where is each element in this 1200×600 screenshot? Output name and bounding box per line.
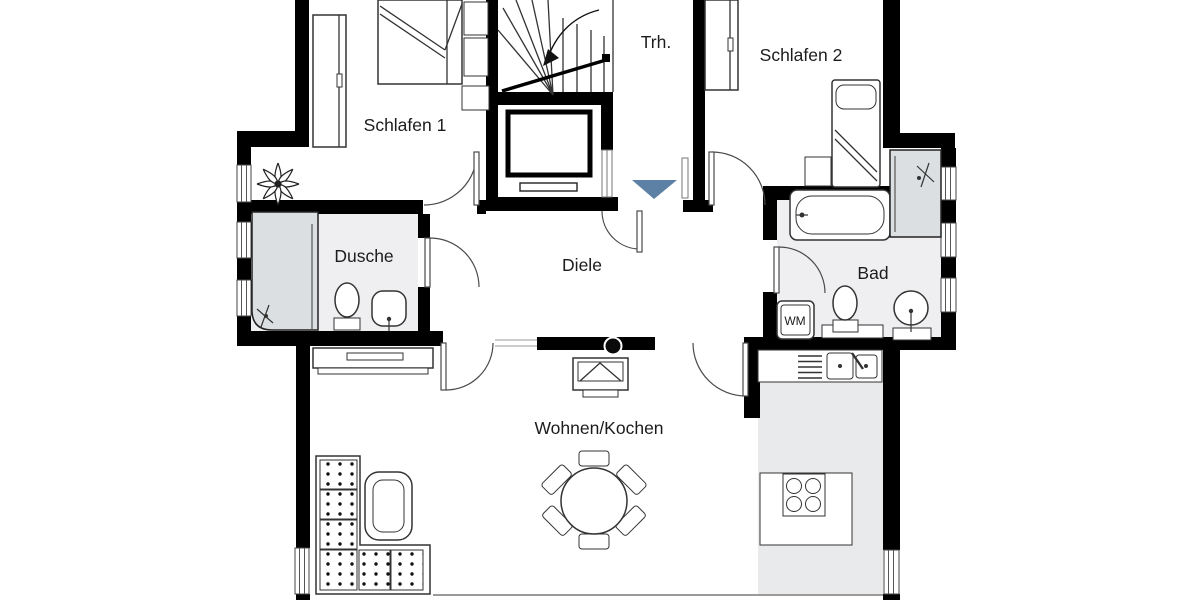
stairs-icon bbox=[497, 0, 614, 96]
room-label-schlafen1: Schlafen 1 bbox=[364, 115, 447, 135]
door-dusche bbox=[424, 237, 480, 288]
doors bbox=[423, 151, 826, 397]
shower-icon bbox=[889, 149, 942, 238]
room-label-treppenhaus: Trh. bbox=[641, 32, 671, 52]
sink-icon bbox=[371, 290, 407, 331]
wardrobe-icon bbox=[312, 14, 347, 148]
door-schlafen2 bbox=[708, 151, 766, 206]
entrance-arrow-icon bbox=[632, 180, 677, 199]
windows bbox=[236, 164, 957, 595]
washing-machine-icon: WM bbox=[776, 300, 815, 340]
sofa-icon bbox=[315, 455, 431, 595]
window bbox=[940, 277, 957, 313]
window bbox=[236, 164, 252, 203]
door-wohnen-left bbox=[440, 339, 537, 391]
shower-icon bbox=[251, 211, 319, 331]
window bbox=[940, 166, 957, 201]
plant-icon bbox=[256, 162, 300, 206]
sink-icon bbox=[892, 290, 932, 341]
room-labels: Schlafen 1 Trh. Schlafen 2 Dusche Diele … bbox=[334, 32, 888, 438]
elevator-icon bbox=[505, 109, 613, 198]
window bbox=[883, 549, 900, 595]
room-label-diele: Diele bbox=[562, 255, 602, 275]
room-label-bad: Bad bbox=[857, 263, 888, 283]
room-label-schlafen2: Schlafen 2 bbox=[760, 45, 843, 65]
entrance-door-jamb bbox=[681, 157, 689, 199]
door-schlafen1 bbox=[423, 151, 480, 206]
window bbox=[294, 547, 310, 595]
window bbox=[236, 221, 252, 259]
door-bad bbox=[773, 246, 826, 294]
coffee-table-icon bbox=[364, 471, 413, 541]
window bbox=[236, 279, 252, 317]
toilet-icon bbox=[333, 282, 361, 331]
door-wohnen-right bbox=[692, 342, 749, 397]
nightstand-icon bbox=[804, 156, 832, 187]
toilet-icon bbox=[832, 285, 859, 333]
wardrobe-icon bbox=[704, 0, 739, 91]
window bbox=[940, 222, 957, 258]
dining-table-icon bbox=[541, 450, 647, 550]
washing-machine-label: WM bbox=[784, 314, 805, 328]
bathtub-icon bbox=[789, 189, 891, 241]
kitchen-sink-icon bbox=[757, 349, 883, 383]
double-bed-icon bbox=[377, 0, 490, 111]
door-entrance bbox=[601, 210, 643, 253]
room-label-dusche: Dusche bbox=[334, 246, 393, 266]
cooktop-icon bbox=[759, 472, 853, 546]
stair-direction-arrow bbox=[548, 9, 600, 56]
sideboard-icon bbox=[312, 347, 434, 375]
single-bed-icon bbox=[804, 79, 881, 188]
wood-stove-icon bbox=[572, 336, 629, 398]
room-label-wohnen-kochen: Wohnen/Kochen bbox=[534, 418, 663, 438]
